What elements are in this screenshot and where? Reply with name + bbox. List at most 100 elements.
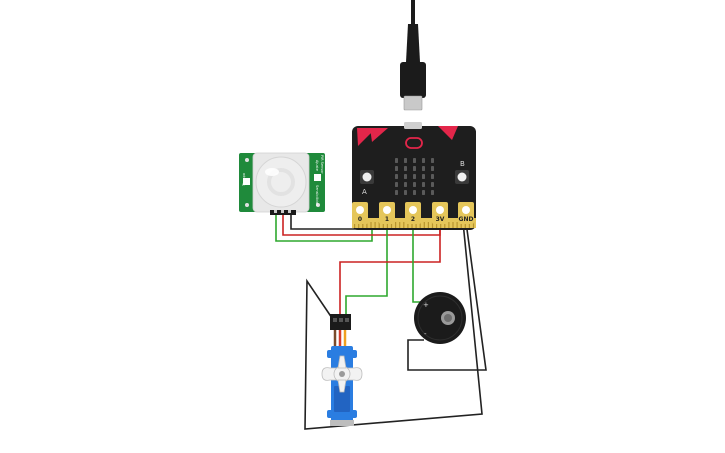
edge-tooth-7: [382, 222, 384, 228]
edge-tooth-15: [415, 222, 417, 228]
edge-tooth-25: [456, 222, 458, 228]
led-1-2: [413, 166, 416, 171]
led-4-2: [413, 190, 416, 195]
led-3-4: [431, 182, 434, 187]
pin-hole: [462, 206, 470, 214]
pin-0[interactable]: 0: [352, 202, 368, 224]
edge-tooth-1: [358, 222, 360, 228]
microbit: A B 0 1 2 3V GND: [352, 122, 476, 230]
usb-cable[interactable]: [400, 0, 426, 111]
pin-label: 2: [411, 216, 415, 223]
servo-connector-slot-2: [339, 318, 343, 322]
led-4-3: [422, 190, 425, 195]
edge-tooth-9: [390, 222, 393, 228]
led-1-1: [404, 166, 407, 171]
buzzer-body: [414, 292, 466, 344]
pin-gnd[interactable]: GND: [458, 202, 474, 224]
edge-tooth-18: [427, 222, 429, 228]
led-0-2: [413, 158, 416, 163]
pin-hole: [356, 206, 364, 214]
edge-tooth-16: [419, 222, 421, 228]
pin-3v[interactable]: 3V: [432, 202, 448, 224]
pir-mount-screw-2: [245, 203, 249, 207]
led-2-0: [395, 174, 398, 179]
edge-tooth-10: [395, 222, 397, 228]
led-0-1: [404, 158, 407, 163]
edge-tooth-23: [448, 222, 450, 228]
wire-gnd-servo[interactable]: [304, 221, 483, 430]
microbit-logo[interactable]: [405, 137, 423, 149]
pir-mount-screw-3: [316, 203, 320, 207]
edge-tooth-24: [452, 222, 454, 228]
led-2-4: [431, 174, 434, 179]
pir-sensor[interactable]: PIR Sensor Ajuste Sensibilidad Tiempo: [239, 152, 325, 215]
servo-horn-arm-up: [337, 355, 347, 369]
edge-tooth-27: [464, 222, 466, 228]
wire-servo-green[interactable]: [345, 222, 388, 318]
usb-cable-strain-relief: [406, 24, 420, 62]
led-3-2: [413, 182, 416, 187]
edge-tooth-13: [407, 222, 409, 228]
edge-tooth-3: [366, 222, 368, 228]
servo-connector-slot-1: [333, 318, 337, 322]
servo-label-plate: [334, 386, 350, 412]
pin-label: 0: [358, 216, 362, 223]
pin-label: 1: [385, 216, 389, 223]
wire-gnd-buzzer[interactable]: [407, 221, 487, 371]
button-a-cap: [362, 172, 372, 182]
led-1-0: [395, 166, 398, 171]
led-3-1: [404, 182, 407, 187]
button-b-label: B: [460, 160, 465, 168]
pir-pin-3[interactable]: [288, 210, 291, 213]
led-4-1: [404, 190, 407, 195]
edge-tooth-21: [440, 222, 442, 228]
edge-tooth-17: [423, 222, 425, 228]
button-a[interactable]: A: [360, 170, 374, 196]
edge-tooth-29: [472, 222, 475, 228]
button-b[interactable]: B: [455, 160, 469, 184]
servo-motor[interactable]: [321, 314, 363, 426]
edge-tooth-2: [362, 222, 364, 228]
pir-pin-1[interactable]: [274, 210, 277, 213]
pin-label: GND: [459, 216, 474, 223]
led-1-3: [422, 166, 425, 171]
edge-tooth-12: [403, 222, 405, 228]
pir-dome-highlight: [267, 168, 295, 196]
servo-base-gray: [330, 420, 354, 426]
buzzer-hole-inner: [444, 314, 452, 322]
edge-tooth-14: [411, 222, 413, 228]
pin-1[interactable]: 1: [379, 202, 395, 224]
button-a-label: A: [362, 188, 367, 196]
wire-servo-red[interactable]: [339, 222, 441, 318]
wire-pir-green[interactable]: [275, 212, 373, 242]
edge-tooth-4: [370, 222, 372, 228]
pir-dome: [255, 156, 307, 208]
usb-plug-housing: [400, 62, 426, 98]
microbit-accent-left-2: [370, 128, 388, 142]
pir-mount-hole-right: [314, 174, 321, 181]
led-1-4: [431, 166, 434, 171]
pin-hole: [409, 206, 417, 214]
pin-hole: [383, 206, 391, 214]
piezo-buzzer[interactable]: + -: [414, 292, 466, 344]
pir-pin-2[interactable]: [281, 210, 284, 213]
pin-2[interactable]: 2: [405, 202, 421, 224]
pir-text-1: PIR Sensor: [320, 155, 324, 174]
servo-horn-screw: [339, 371, 345, 377]
servo-mount-tab-bottom: [327, 410, 357, 418]
led-4-0: [395, 190, 398, 195]
buzzer-plus-label: +: [423, 301, 429, 309]
edge-tooth-28: [468, 222, 470, 228]
edge-tooth-6: [378, 222, 380, 228]
led-0-4: [431, 158, 434, 163]
led-2-3: [422, 174, 425, 179]
microbit-edge-teeth: [354, 222, 475, 228]
edge-tooth-20: [436, 222, 438, 228]
button-b-cap: [457, 172, 467, 182]
led-0-0: [395, 158, 398, 163]
microbit-accent-right: [438, 126, 458, 140]
pir-text-3: Sensibilidad: [315, 185, 319, 206]
edge-tooth-22: [444, 222, 446, 228]
pir-mount-screw-1: [245, 158, 249, 162]
